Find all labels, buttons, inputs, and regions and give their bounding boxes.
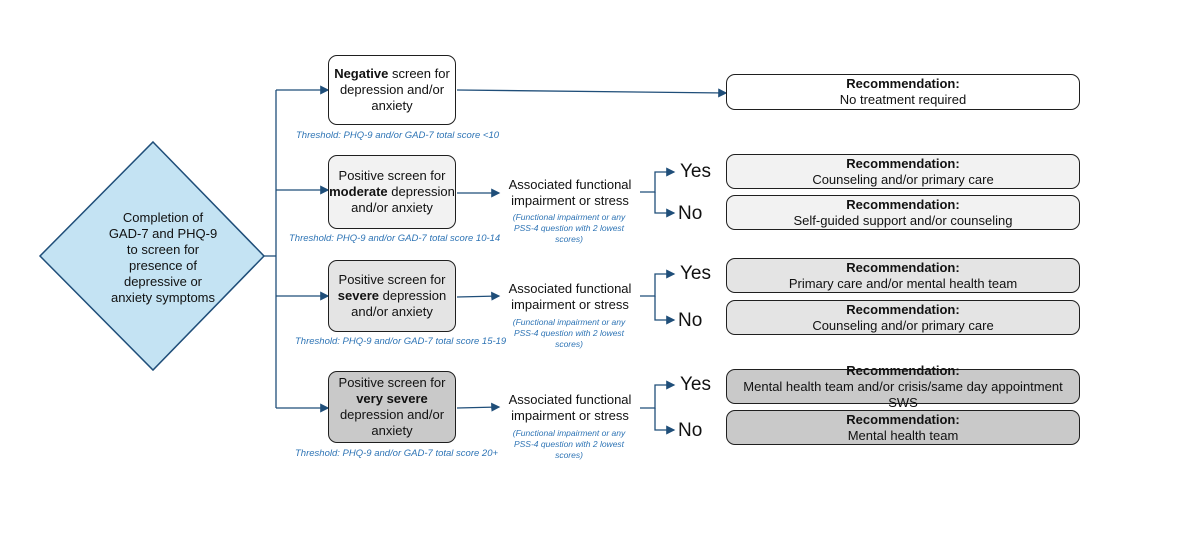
recommendation-box: Recommendation: Counseling and/or primar… <box>726 300 1080 335</box>
recommendation-box: Recommendation: Mental health team and/o… <box>726 363 1080 410</box>
assoc-note-moderate: (Functional impairment or any PSS-4 ques… <box>512 212 626 244</box>
start-line: presence of <box>129 258 197 273</box>
recommendation-box: Recommendation: Primary care and/or ment… <box>726 258 1080 293</box>
recommendation-box: Recommendation: Mental health team <box>726 410 1080 445</box>
screen-label: Positive screen for moderate depression … <box>329 168 455 215</box>
screen-negative: Negative screen for depression and/or an… <box>328 55 456 125</box>
assoc-label-moderate: Associated functional impairment or stre… <box>508 177 632 208</box>
screen-severe: Positive screen for severe depression an… <box>328 260 456 332</box>
start-line: GAD-7 and PHQ-9 <box>108 226 218 241</box>
start-node-label: Completion of GAD-7 and PHQ-9 to screen … <box>88 210 238 306</box>
no-label-moderate: No <box>678 203 703 224</box>
screen-very-severe: Positive screen for very severe depressi… <box>328 371 456 443</box>
yes-label-very-severe: Yes <box>680 374 711 395</box>
recommendation-title: Recommendation: <box>846 196 960 212</box>
yes-label-severe: Yes <box>680 263 711 284</box>
recommendation-title: Recommendation: <box>846 155 960 171</box>
threshold-negative: Threshold: PHQ-9 and/or GAD-7 total scor… <box>296 130 500 141</box>
screen-moderate: Positive screen for moderate depression … <box>328 155 456 229</box>
threshold-severe: Threshold: PHQ-9 and/or GAD-7 total scor… <box>295 336 507 347</box>
screen-label: Negative screen for depression and/or an… <box>334 66 450 113</box>
assoc-label-very-severe: Associated functional impairment or stre… <box>508 392 632 423</box>
recommendation-title: Recommendation: <box>846 411 960 427</box>
recommendation-text: Counseling and/or primary care <box>812 317 994 333</box>
recommendation-title: Recommendation: <box>846 362 960 378</box>
recommendation-box: Recommendation: No treatment required <box>726 74 1080 110</box>
recommendation-title: Recommendation: <box>846 259 960 275</box>
start-line: depressive or <box>123 274 203 289</box>
threshold-moderate: Threshold: PHQ-9 and/or GAD-7 total scor… <box>289 233 501 244</box>
recommendation-text: Self-guided support and/or counseling <box>793 212 1013 228</box>
screen-label: Positive screen for very severe depressi… <box>338 375 446 438</box>
screen-label: Positive screen for severe depression an… <box>337 272 447 319</box>
recommendation-box: Recommendation: Self-guided support and/… <box>726 195 1080 230</box>
threshold-very-severe: Threshold: PHQ-9 and/or GAD-7 total scor… <box>295 448 499 459</box>
assoc-note-severe: (Functional impairment or any PSS-4 ques… <box>512 317 626 349</box>
start-line: to screen for <box>126 242 200 257</box>
recommendation-title: Recommendation: <box>846 76 960 91</box>
start-line: Completion of <box>122 210 204 225</box>
assoc-label-severe: Associated functional impairment or stre… <box>508 281 632 312</box>
recommendation-text: No treatment required <box>839 92 967 107</box>
recommendation-box: Recommendation: Counseling and/or primar… <box>726 154 1080 189</box>
no-label-severe: No <box>678 310 703 331</box>
recommendation-text: Mental health team and/or crisis/same da… <box>743 378 1063 410</box>
no-label-very-severe: No <box>678 420 703 441</box>
recommendation-text: Mental health team <box>847 427 959 443</box>
yes-label-moderate: Yes <box>680 161 711 182</box>
start-line: anxiety symptoms <box>110 290 216 305</box>
recommendation-text: Primary care and/or mental health team <box>788 275 1018 291</box>
recommendation-title: Recommendation: <box>846 301 960 317</box>
assoc-note-very-severe: (Functional impairment or any PSS-4 ques… <box>512 428 626 460</box>
recommendation-text: Counseling and/or primary care <box>812 171 994 187</box>
start-diamond <box>38 140 266 372</box>
